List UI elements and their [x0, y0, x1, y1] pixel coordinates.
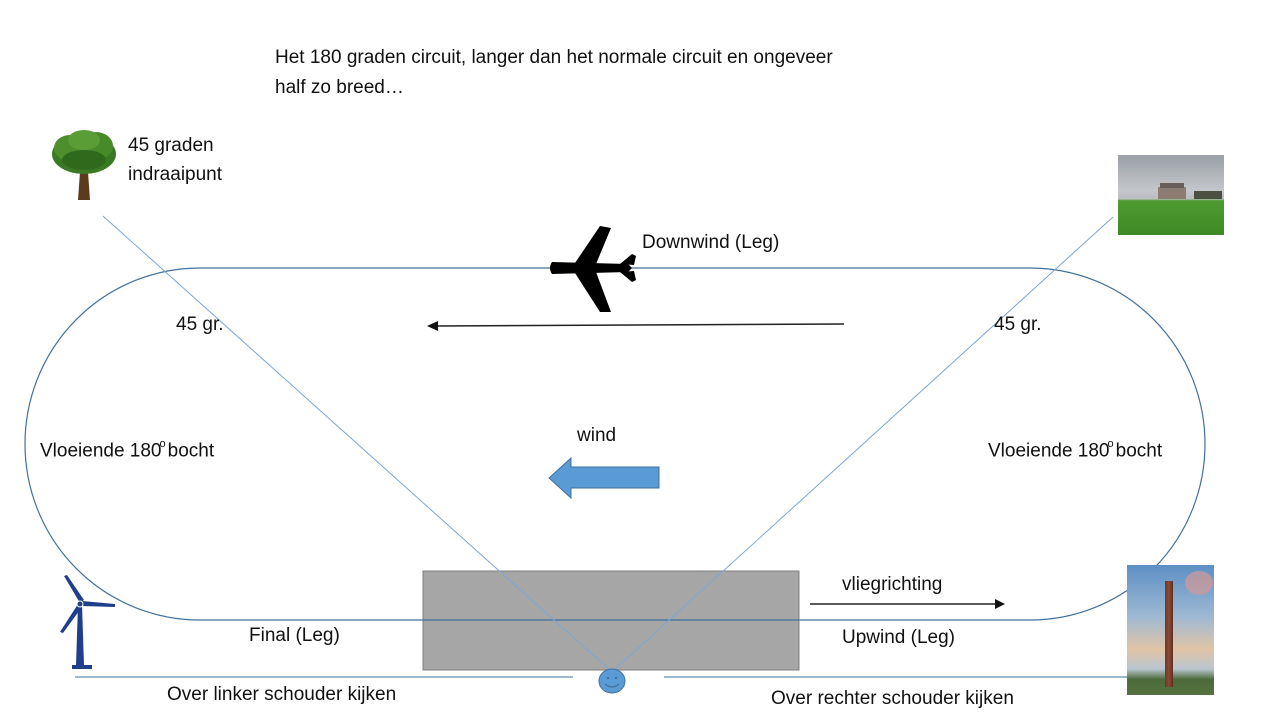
farmhouse-building: [1158, 187, 1186, 199]
airplane-icon: [550, 226, 636, 312]
final-leg-label: Final (Leg): [249, 625, 340, 646]
sight-line-left: [102, 215, 613, 673]
angle-label-right: 45 gr.: [994, 314, 1042, 335]
angle-label-left: 45 gr.: [176, 314, 224, 335]
turn-point-label-line2: indraaipunt: [128, 164, 223, 185]
turn-label-left-prefix: Vloeiende 180: [40, 440, 162, 462]
wind-turbine-icon: [60, 575, 115, 669]
wind-arrow-icon: [548, 456, 660, 500]
flight-direction-arrow: [810, 599, 1005, 609]
chimney-photo: [1127, 565, 1214, 695]
left-shoulder-label: Over linker schouder kijken: [167, 684, 397, 705]
downwind-direction-arrow: [427, 321, 845, 331]
farmhouse-treeline: [1194, 191, 1222, 199]
degree-symbol: o: [1107, 438, 1114, 450]
right-shoulder-label: Over rechter schouder kijken: [771, 688, 1014, 709]
smiley-icon: [598, 668, 626, 694]
sight-line-right: [611, 216, 1114, 673]
tree-icon: [52, 130, 116, 200]
downwind-leg-label: Downwind (Leg): [642, 232, 780, 253]
turn-label-right-suffix: bocht: [1115, 440, 1163, 462]
chimney-cloud: [1185, 571, 1213, 595]
turn-label-left-suffix: bocht: [167, 440, 215, 462]
farmhouse-photo: [1118, 155, 1224, 235]
diagram-title-line1: Het 180 graden circuit, langer dan het n…: [275, 47, 833, 68]
diagram-title-line2: half zo breed…: [275, 77, 404, 98]
flight-direction-label: vliegrichting: [842, 574, 943, 595]
turn-label-right-prefix: Vloeiende 180: [988, 440, 1110, 462]
circuit-path: [24, 267, 1206, 621]
chimney-stack: [1165, 581, 1173, 687]
degree-symbol: o: [159, 438, 166, 450]
upwind-leg-label: Upwind (Leg): [842, 627, 955, 648]
wind-label: wind: [577, 425, 617, 446]
turn-point-label-line1: 45 graden: [128, 135, 214, 156]
farmhouse-roof: [1160, 183, 1184, 188]
